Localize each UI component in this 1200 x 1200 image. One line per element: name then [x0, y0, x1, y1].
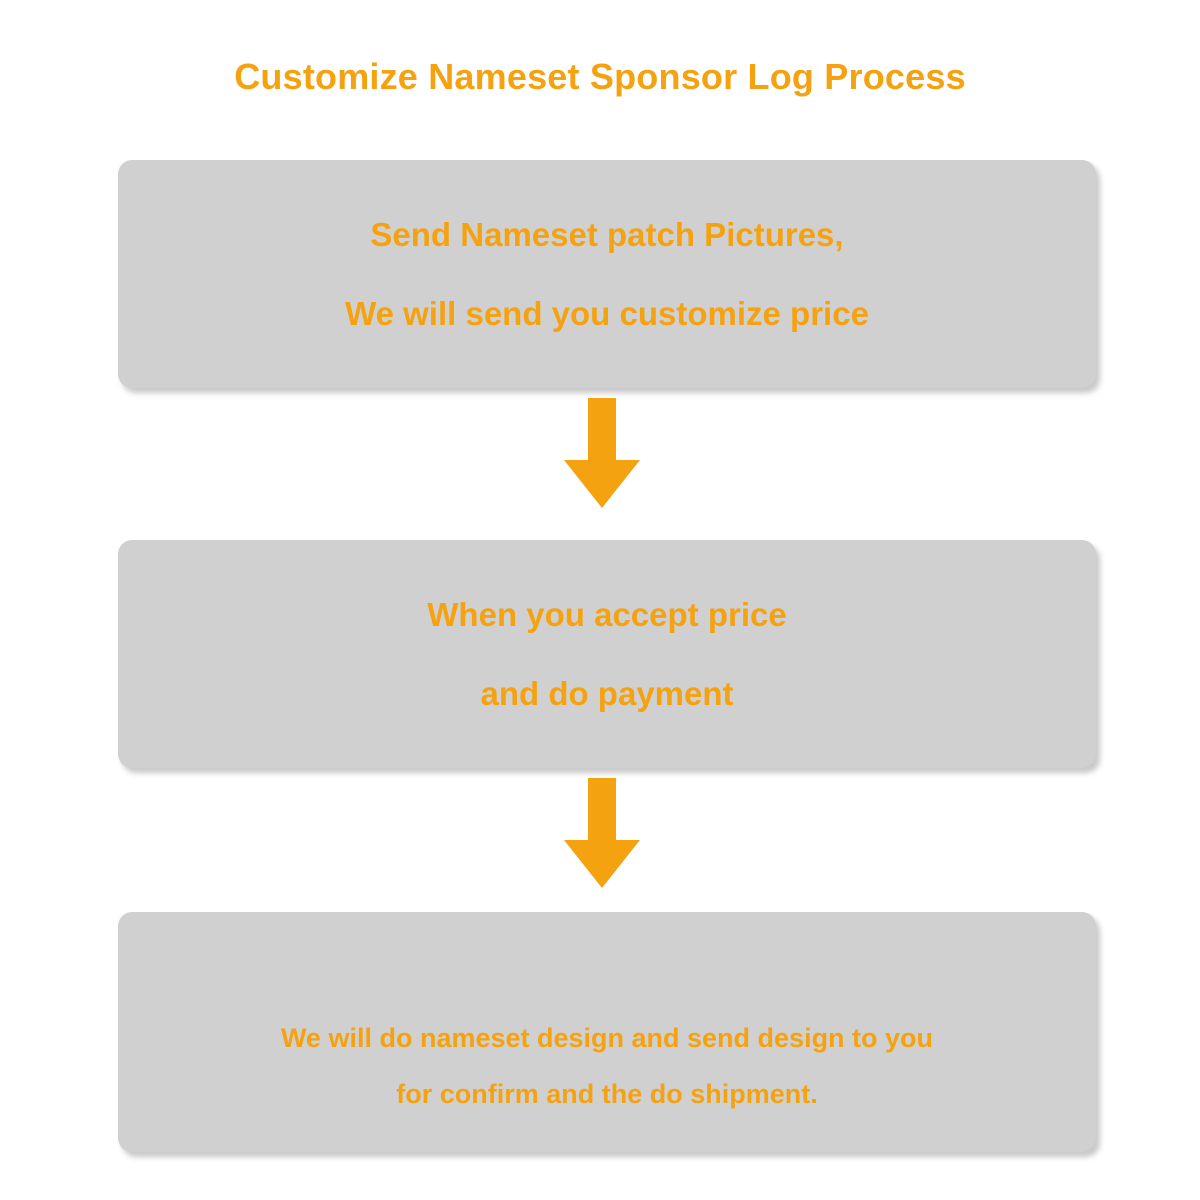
step-1-line-1: Send Nameset patch Pictures, — [370, 215, 844, 253]
arrow-down-icon-2 — [562, 778, 642, 890]
page-title: Customize Nameset Sponsor Log Process — [234, 56, 966, 97]
step-2-line-1: When you accept price — [427, 595, 787, 633]
step-2-line-2: and do payment — [480, 675, 734, 712]
step-3-line-1: We will do nameset design and send desig… — [280, 1023, 934, 1054]
step-1-line-2: We will send you customize price — [345, 295, 869, 332]
step-3-line-2: for confirm and the do shipment. — [396, 1079, 818, 1109]
process-step-3: We will do nameset design and send desig… — [118, 912, 1096, 1152]
arrow-down-icon-1 — [562, 398, 642, 510]
process-step-2: When you accept price and do payment — [118, 540, 1096, 768]
process-step-1: Send Nameset patch Pictures, We will sen… — [118, 160, 1096, 388]
